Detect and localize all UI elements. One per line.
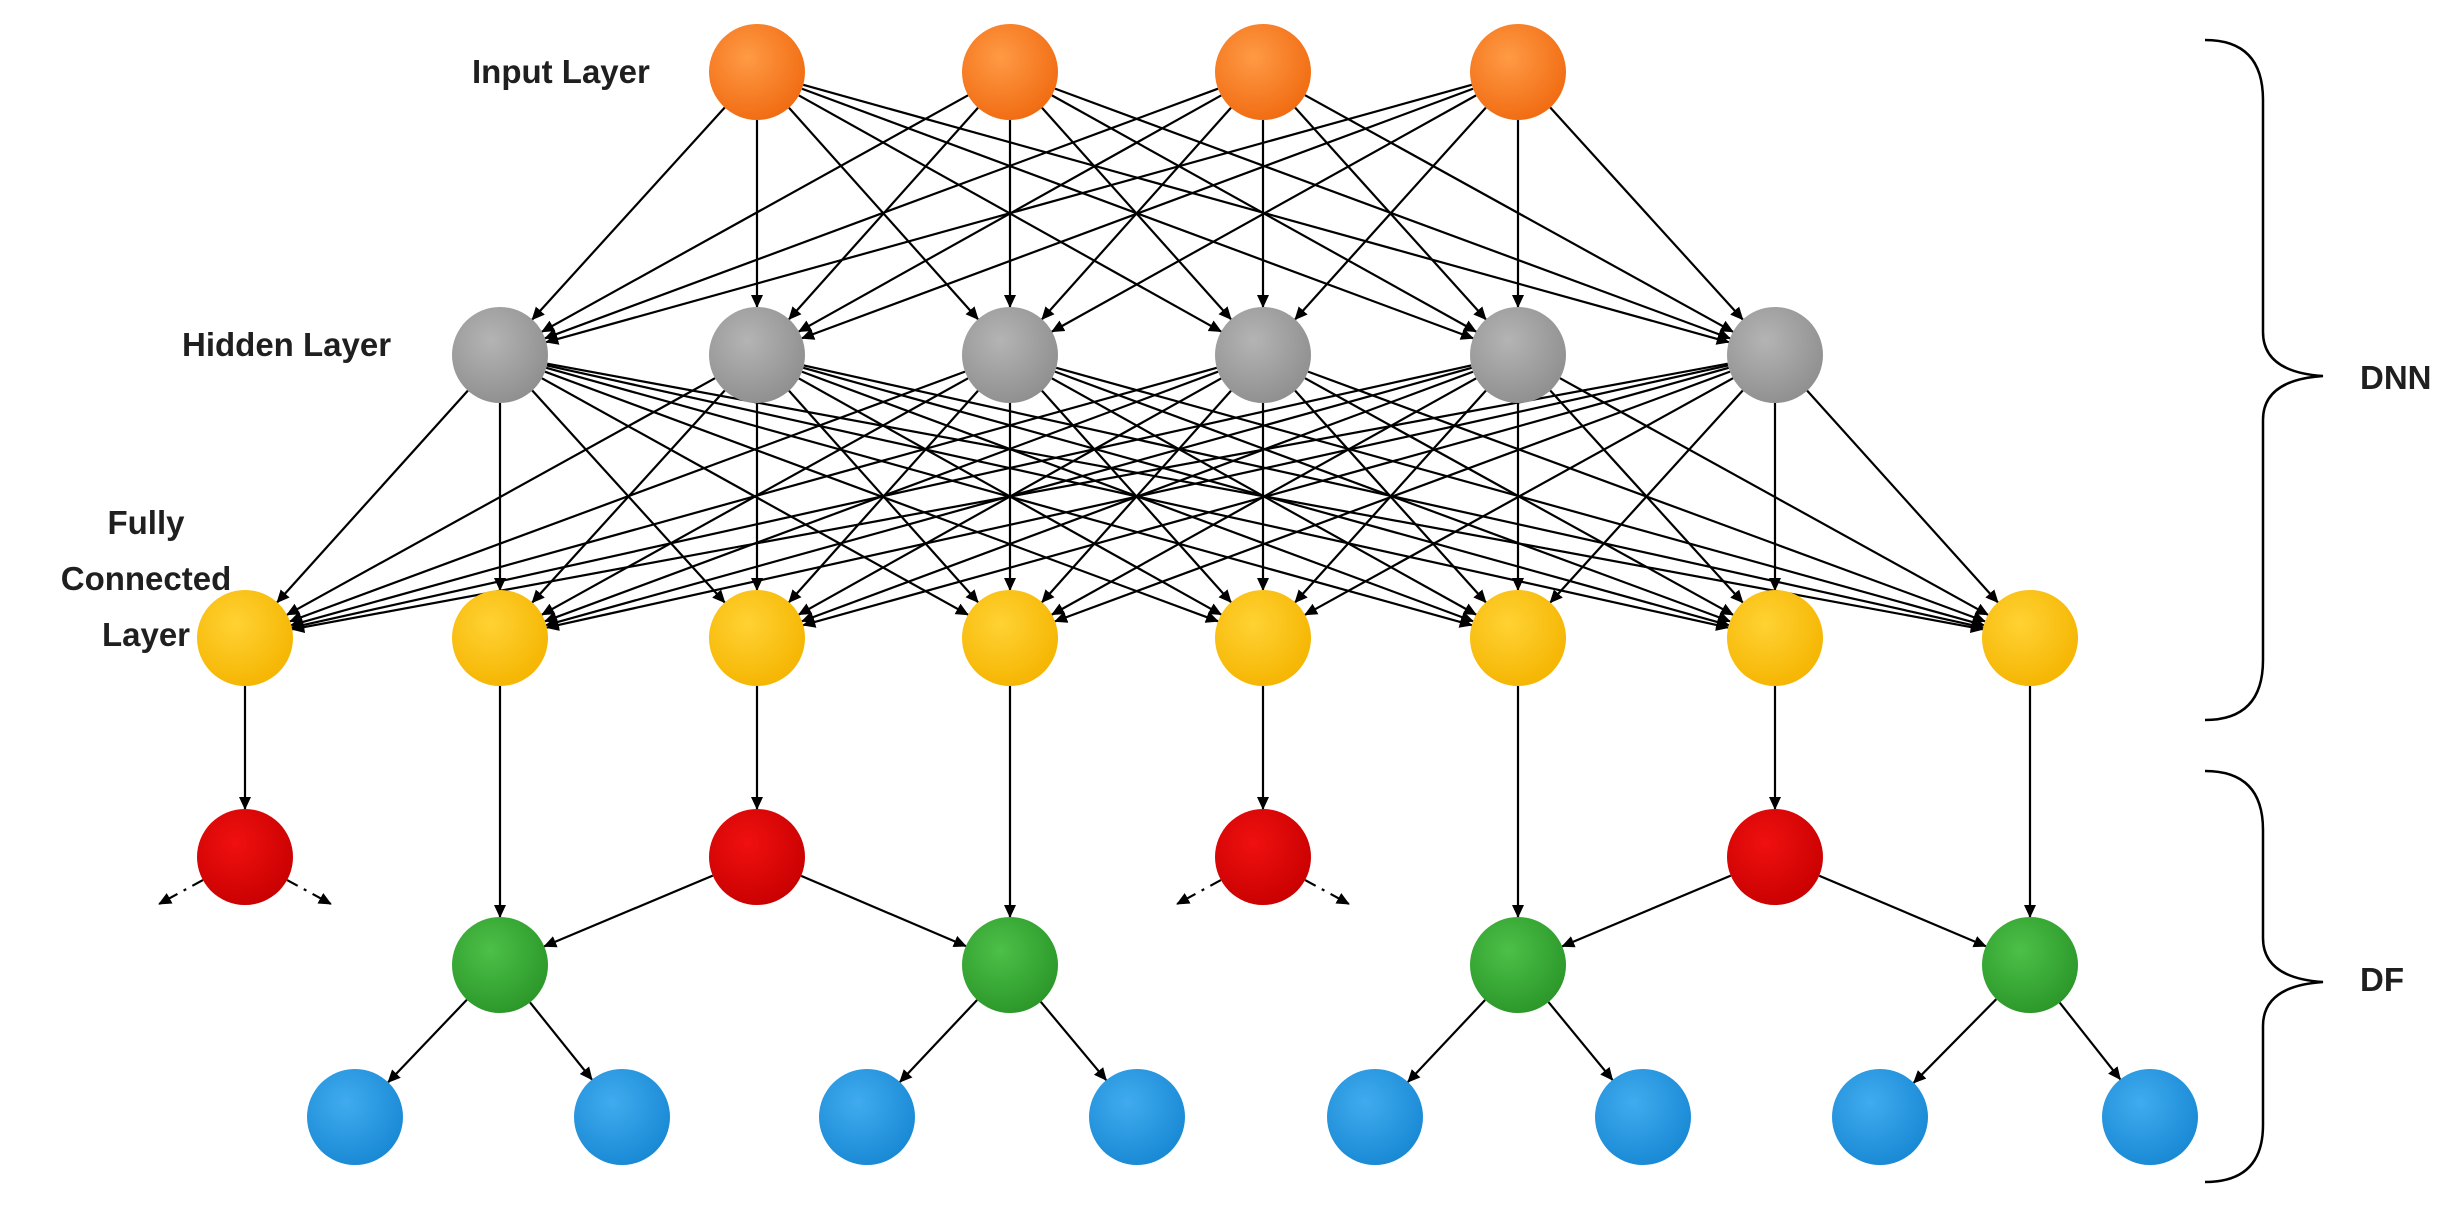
fully-connected-label-line2: Connected (60, 560, 232, 597)
hidden-node-2 (709, 307, 805, 403)
hidden-layer-label: Hidden Layer (182, 326, 392, 363)
split-internal-edge (1561, 874, 1732, 948)
input-hidden-edge (1549, 106, 1744, 321)
leaf-node-8 (2102, 1069, 2198, 1165)
fully-connected-node-1 (197, 590, 293, 686)
fully-connected-node-6 (1470, 590, 1566, 686)
internal-node-2 (962, 917, 1058, 1013)
connections (158, 83, 2122, 1084)
hidden-fc-edge (291, 362, 1729, 633)
hidden-fc-edge (289, 370, 966, 623)
fully-connected-node-2 (452, 590, 548, 686)
hidden-fc-edge (290, 366, 1218, 628)
df-label: DF (2360, 961, 2404, 998)
internal-leaf-edge (1912, 998, 1998, 1084)
fully-connected-layer-label: Fully Connected Layer (36, 495, 256, 663)
hidden-fc-edge (290, 364, 1472, 631)
split-node-3 (1215, 809, 1311, 905)
hidden-fc-edge (545, 364, 1729, 631)
internal-node-3 (1470, 917, 1566, 1013)
split-internal-edge (543, 874, 714, 948)
df-bracket (2204, 769, 2324, 1184)
input-node-2 (962, 24, 1058, 120)
hidden-node-5 (1470, 307, 1566, 403)
input-node-1 (709, 24, 805, 120)
hidden-node-6 (1727, 307, 1823, 403)
internal-leaf-edge (529, 1001, 593, 1081)
hidden-node-4 (1215, 307, 1311, 403)
internal-leaf-edge (387, 998, 468, 1084)
hidden-fc-edge (1054, 370, 1731, 623)
split-internal-edge (800, 874, 967, 948)
hidden-fc-edge (286, 377, 716, 616)
leaf-node-6 (1595, 1069, 1691, 1165)
fully-connected-node-8 (1982, 590, 2078, 686)
input-hidden-edge (541, 94, 969, 333)
hidden-fc-edge (1549, 389, 1744, 604)
input-hidden-edge (1054, 87, 1731, 340)
leaf-node-4 (1089, 1069, 1185, 1165)
leaf-node-5 (1327, 1069, 1423, 1165)
split-node-2 (709, 809, 805, 905)
leaf-node-3 (819, 1069, 915, 1165)
split-dashed-edge (1176, 879, 1222, 905)
fully-connected-node-7 (1727, 590, 1823, 686)
input-hidden-edge (545, 83, 1473, 345)
nodes (197, 24, 2198, 1165)
hidden-fc-edge (802, 366, 1730, 628)
split-node-4 (1727, 809, 1823, 905)
input-layer-label: Input Layer (472, 53, 650, 90)
leaf-node-1 (307, 1069, 403, 1165)
section-brackets (2204, 38, 2324, 1184)
fully-connected-node-3 (709, 590, 805, 686)
fully-connected-label-line3: Layer (101, 616, 191, 653)
internal-node-4 (1982, 917, 2078, 1013)
split-dashed-edge (158, 879, 204, 905)
hidden-fc-edge (1304, 377, 1734, 616)
fully-connected-label-line1: Fully (107, 504, 185, 541)
dnn-bracket (2204, 38, 2324, 722)
input-node-3 (1215, 24, 1311, 120)
dnn-label: DNN (2360, 359, 2432, 396)
split-dashed-edge (286, 879, 332, 905)
leaf-node-2 (574, 1069, 670, 1165)
hidden-fc-edge (276, 389, 469, 604)
input-hidden-edge (1051, 94, 1477, 333)
input-node-4 (1470, 24, 1566, 120)
input-hidden-edge (544, 87, 1219, 340)
hidden-node-3 (962, 307, 1058, 403)
input-hidden-edge (1294, 106, 1487, 321)
hidden-node-1 (452, 307, 548, 403)
fully-connected-node-5 (1215, 590, 1311, 686)
split-node-1 (197, 809, 293, 905)
fully-connected-node-4 (962, 590, 1058, 686)
leaf-node-7 (1832, 1069, 1928, 1165)
internal-leaf-edge (1547, 1001, 1614, 1081)
hidden-fc-edge (1806, 389, 1999, 604)
internal-leaf-edge (1407, 999, 1486, 1083)
internal-leaf-edge (2058, 1001, 2122, 1081)
input-hidden-edge (801, 87, 1474, 340)
internal-node-1 (452, 917, 548, 1013)
split-dashed-edge (1304, 879, 1350, 905)
internal-leaf-edge (899, 999, 978, 1083)
split-internal-edge (1818, 874, 1987, 948)
internal-leaf-edge (1039, 1001, 1108, 1081)
input-hidden-edge (531, 106, 726, 321)
